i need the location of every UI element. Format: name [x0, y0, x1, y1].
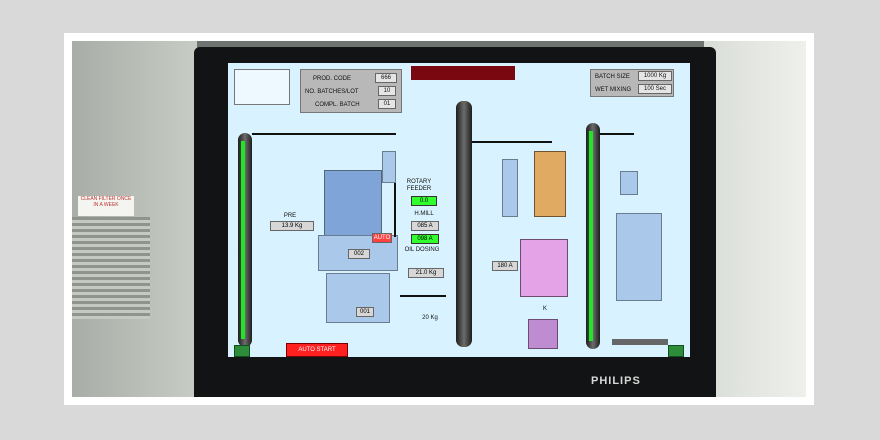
wet-mixing-value: 100 Sec: [638, 84, 672, 94]
h-mill-current: 085 A: [411, 221, 439, 231]
batch-size-value: 1000 Kg: [638, 71, 672, 81]
middle-bottom-hopper: [528, 319, 558, 349]
h-mill-speed: 098 A: [411, 234, 439, 244]
batch-settings-panel: BATCH SIZE 1000 Kg WET MIXING 100 Sec: [590, 69, 674, 97]
left-nav-button[interactable]: [234, 345, 250, 357]
left-bucket-elevator: [238, 133, 252, 347]
pre-label: PRE: [283, 213, 297, 219]
weight-20-kg: 20 Kg: [422, 315, 438, 321]
oil-line: [400, 295, 446, 297]
auto-start-button[interactable]: AUTO START: [286, 343, 348, 357]
left-top-hopper: [382, 151, 396, 183]
oil-dosing-value: 21.0 Kg: [408, 268, 444, 278]
hmi-screen: PROD. CODE 666 NO. BATCHES/LOT 10 COMPL.…: [228, 63, 690, 357]
pellet-mill-label: K: [542, 306, 547, 312]
warning-sticker: CLEAN FILTER ONCE IN A WEEK: [78, 196, 134, 216]
left-down-pipe: [394, 183, 396, 237]
left-top-pipe: [252, 133, 396, 135]
batches-lot-label: NO. BATCHES/LOT: [305, 89, 359, 95]
right-bagging-tank: [616, 213, 662, 301]
pellet-mill: [520, 239, 568, 297]
rotary-feeder-label-1: ROTARY: [406, 179, 432, 185]
right-wall: [704, 41, 806, 397]
batches-lot-value: 10: [378, 86, 396, 96]
auto-indicator: AUTO: [372, 233, 392, 243]
monitor-brand: PHILIPS: [591, 375, 641, 387]
mixer-id-001: 001: [356, 307, 374, 317]
mixer-machine: [324, 170, 382, 238]
wet-mixing-label: WET MIXING: [595, 87, 632, 93]
conveyor-belt: [612, 339, 668, 345]
cabinet-vent: [72, 217, 150, 319]
prod-code-value: 666: [375, 73, 397, 83]
top-left-blank-panel: [234, 69, 290, 105]
right-bucket-elevator: [586, 123, 600, 349]
motor-current-value: 180 A: [492, 261, 518, 271]
prod-code-label: PROD. CODE: [313, 76, 352, 82]
pre-value: 13.9 Kg: [270, 221, 314, 231]
middle-bucket-elevator: [456, 101, 472, 347]
rotary-feeder-value: 0.0: [411, 196, 437, 206]
oil-dosing-label: OIL DOSING: [404, 247, 440, 253]
middle-cyclone: [502, 159, 518, 217]
screen-title-bar: [411, 66, 515, 80]
photo-scene: CLEAN FILTER ONCE IN A WEEK PHILIPS PROD…: [72, 41, 806, 397]
rotary-feeder-label-2: FEEDER: [406, 186, 432, 192]
production-info-panel: PROD. CODE 666 NO. BATCHES/LOT 10 COMPL.…: [300, 69, 402, 113]
h-mill-label: H.MILL: [414, 211, 434, 217]
compl-batch-value: 01: [378, 99, 396, 109]
right-top-pipe: [600, 133, 634, 135]
right-nav-button[interactable]: [668, 345, 684, 357]
right-top-hopper: [620, 171, 638, 195]
middle-top-tank: [534, 151, 566, 217]
mixer-id-002: 002: [348, 249, 370, 259]
middle-top-pipe: [472, 141, 552, 143]
compl-batch-label: COMPL. BATCH: [315, 102, 360, 108]
photo-frame: CLEAN FILTER ONCE IN A WEEK PHILIPS PROD…: [64, 33, 814, 405]
batch-size-label: BATCH SIZE: [595, 74, 630, 80]
